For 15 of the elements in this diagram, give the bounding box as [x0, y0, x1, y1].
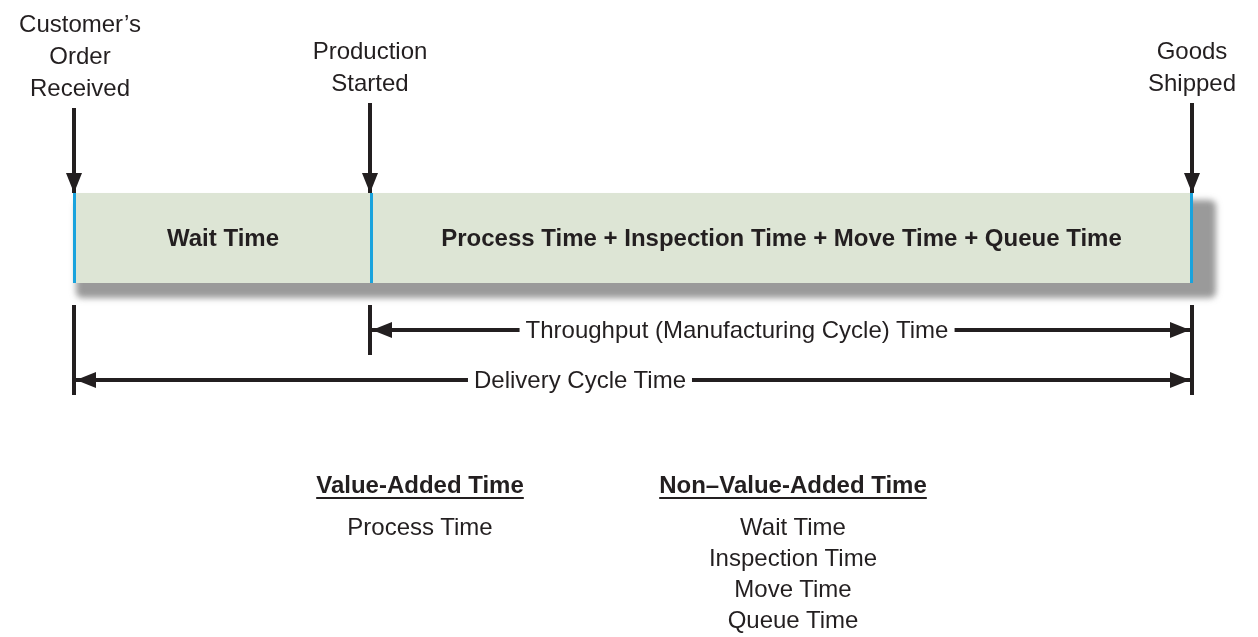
list-item: Process Time [347, 512, 493, 542]
arrow [66, 108, 82, 193]
time-segment: Process Time + Inspection Time + Move Time + Queue Time [370, 193, 1193, 283]
list-item: Inspection Time [708, 543, 878, 573]
list-item: Wait Time [740, 512, 846, 542]
arrow [362, 103, 378, 193]
column-heading: Value-Added Time [316, 470, 524, 500]
arrow [1184, 103, 1200, 193]
list-item: Queue Time [727, 605, 859, 635]
time-segment: Wait Time [73, 193, 370, 283]
event-label: Production Started [290, 35, 450, 99]
list-item: Move Time [734, 574, 852, 604]
event-label: Customer’s Order Received [5, 8, 155, 104]
event-label: Goods Shipped [1132, 35, 1252, 99]
column-heading: Non–Value-Added Time [659, 470, 927, 500]
